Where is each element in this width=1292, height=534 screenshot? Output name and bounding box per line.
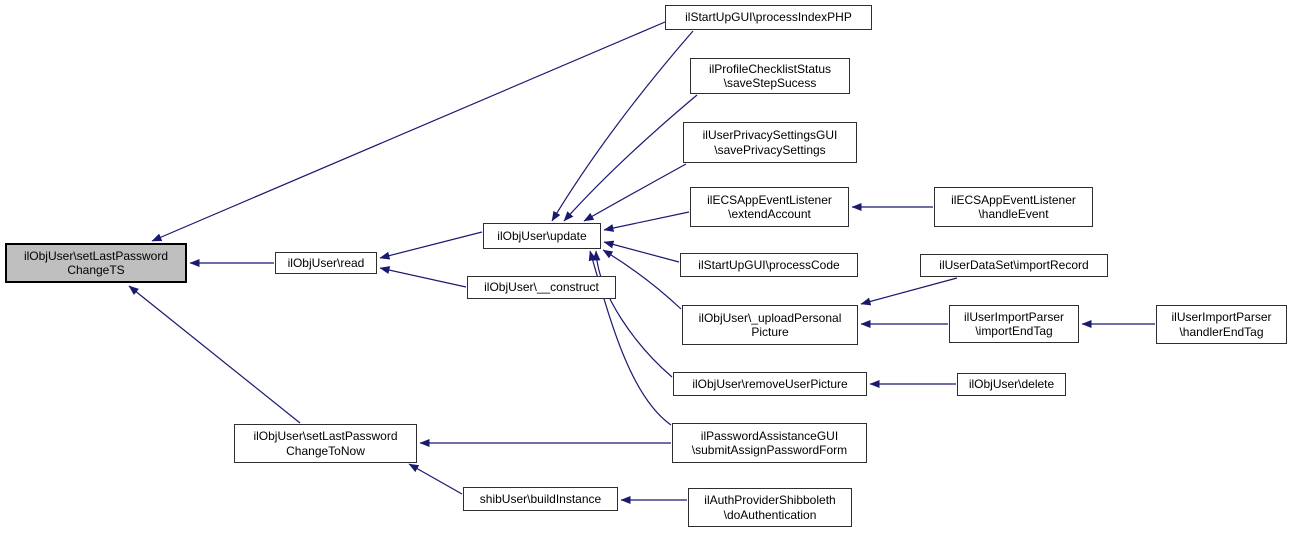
node-label-line: ChangeTS [67, 263, 125, 277]
edge-buildInstance-to-setLastPasswordChangeToNow [408, 463, 463, 495]
node-handleEvent[interactable]: ilECSAppEventListener\handleEvent [934, 187, 1093, 227]
node-label-line: \handleEvent [978, 207, 1049, 221]
edge-construct-to-read [379, 266, 467, 288]
node-extendAccount[interactable]: ilECSAppEventListener\extendAccount [690, 187, 849, 227]
edge-processIndexPHP-to-setLastPasswordChangeTS [151, 21, 666, 242]
edge-uploadPersonalPicture-to-update [602, 249, 682, 310]
edge-processCode-to-update [603, 240, 680, 263]
node-label-line: ilECSAppEventListener [707, 192, 832, 207]
node-label-line: ilObjUser\_uploadPersonal [698, 310, 842, 325]
node-label-line: \savePrivacySettings [714, 142, 826, 157]
node-buildInstance[interactable]: shibUser\buildInstance [463, 487, 618, 511]
node-label-line: \extendAccount [728, 207, 811, 221]
node-saveStepSucess[interactable]: ilProfileChecklistStatus\saveStepSucess [690, 58, 850, 94]
node-label-line: ilUserPrivacySettingsGUI [702, 128, 838, 143]
node-submitAssignPasswordForm[interactable]: ilPasswordAssistanceGUI\submitAssignPass… [672, 423, 867, 463]
node-label-line: ilObjUser\setLastPassword [253, 429, 398, 444]
edge-saveStepSucess-to-update [563, 94, 698, 222]
edge-setLastPasswordChangeToNow-to-setLastPasswordChangeTS [128, 285, 301, 424]
node-label-line: ilObjUser\removeUserPicture [692, 376, 848, 391]
node-label-line: ilStartUpGUI\processCode [698, 257, 840, 272]
node-read[interactable]: ilObjUser\read [275, 252, 377, 274]
edge-savePrivacySettings-to-update [583, 163, 687, 222]
node-label-line: ilObjUser\setLastPassword [23, 248, 169, 263]
node-label-line: \saveStepSucess [723, 76, 817, 90]
edge-update-to-read [379, 231, 483, 260]
node-doAuthentication[interactable]: ilAuthProviderShibboleth\doAuthenticatio… [688, 488, 852, 527]
node-label-line: ChangeToNow [286, 443, 365, 458]
node-handlerEndTag[interactable]: ilUserImportParser\handlerEndTag [1156, 305, 1287, 344]
node-label-line: Picture [751, 325, 789, 339]
node-label-line: ilECSAppEventListener [951, 192, 1076, 207]
node-label-line: ilObjUser\delete [968, 377, 1055, 392]
node-processIndexPHP[interactable]: ilStartUpGUI\processIndexPHP [665, 5, 872, 30]
node-label-line: ilAuthProviderShibboleth [704, 493, 836, 508]
node-importRecord[interactable]: ilUserDataSet\importRecord [920, 254, 1108, 277]
node-label-line: shibUser\buildInstance [479, 491, 602, 506]
node-label-line: ilObjUser\read [287, 255, 365, 270]
node-label-line: ilObjUser\update [497, 228, 587, 243]
node-label-line: \importEndTag [975, 324, 1053, 338]
edge-processIndexPHP-to-update [551, 30, 694, 222]
node-label-line: \submitAssignPasswordForm [691, 443, 848, 457]
node-label-line: \handlerEndTag [1179, 324, 1264, 339]
edge-extendAccount-to-update [603, 211, 690, 232]
node-label-line: ilStartUpGUI\processIndexPHP [685, 10, 852, 25]
node-delete[interactable]: ilObjUser\delete [957, 373, 1066, 396]
node-label-line: \doAuthentication [723, 507, 817, 522]
node-label-line: ilUserImportParser [1171, 310, 1272, 325]
node-update[interactable]: ilObjUser\update [483, 223, 601, 249]
node-label-line: ilObjUser\__construct [484, 280, 599, 295]
node-label-line: ilUserImportParser [963, 309, 1065, 324]
node-savePrivacySettings[interactable]: ilUserPrivacySettingsGUI\savePrivacySett… [683, 122, 857, 163]
node-label-line: ilProfileChecklistStatus [708, 61, 832, 76]
edge-removeUserPicture-to-update [592, 250, 673, 378]
node-label-line: ilPasswordAssistanceGUI [700, 428, 839, 443]
node-removeUserPicture[interactable]: ilObjUser\removeUserPicture [673, 372, 867, 396]
edge-importRecord-to-uploadPersonalPicture [860, 277, 958, 306]
node-label-line: ilUserDataSet\importRecord [939, 258, 1089, 273]
node-importEndTag[interactable]: ilUserImportParser\importEndTag [949, 305, 1079, 343]
node-processCode[interactable]: ilStartUpGUI\processCode [680, 253, 858, 277]
node-construct[interactable]: ilObjUser\__construct [467, 276, 616, 299]
